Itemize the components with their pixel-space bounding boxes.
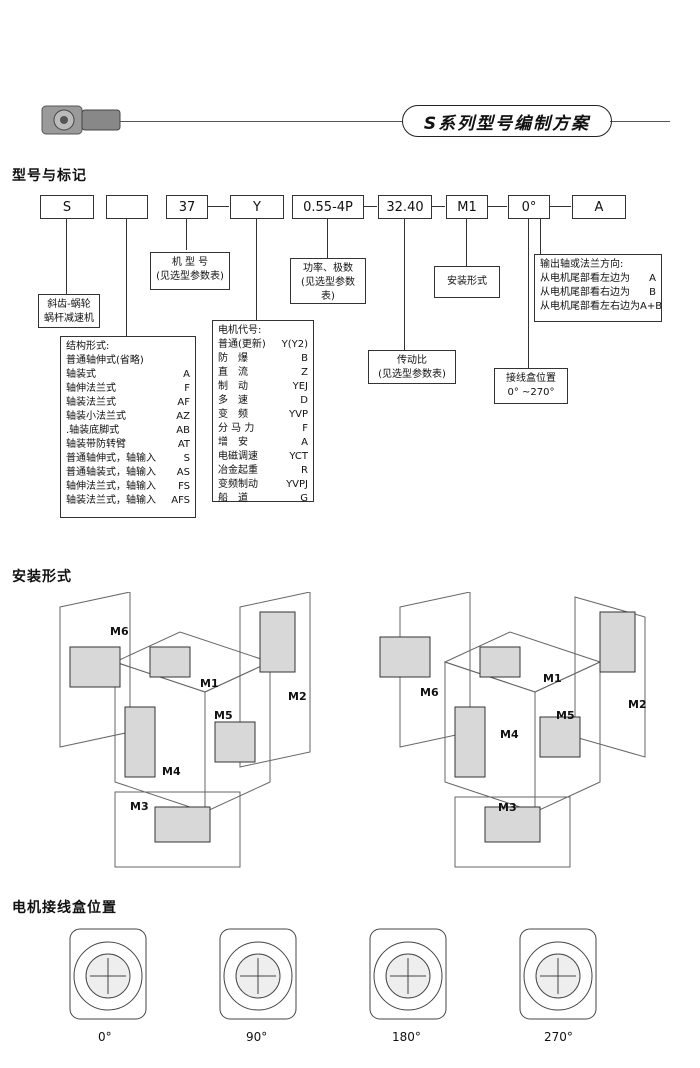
- mount-label-m3: M3: [498, 801, 517, 814]
- mount-label-m4: M4: [162, 765, 181, 778]
- dash: [487, 206, 507, 207]
- terminal-position-0: [69, 928, 147, 1020]
- mount-label-m6: M6: [110, 625, 129, 638]
- code-box-mount: M1: [446, 195, 488, 219]
- dash: [549, 206, 571, 207]
- position-label-270: 270°: [544, 1030, 573, 1044]
- mount-label-m1: M1: [200, 677, 219, 690]
- code-box-terminal: 0°: [508, 195, 550, 219]
- position-label-90: 90°: [246, 1030, 268, 1044]
- connector: [540, 218, 541, 254]
- code-box-power: 0.55-4P: [292, 195, 364, 219]
- connector: [186, 218, 187, 250]
- note-mount: 安装形式: [434, 266, 500, 298]
- section-title-mounting: 安装形式: [12, 569, 72, 585]
- code-box-frame: 37: [166, 195, 208, 219]
- mount-label-m5: M5: [556, 709, 575, 722]
- code-box-structure: [106, 195, 148, 219]
- note-ratio: 传动比(见选型参数表): [368, 350, 456, 384]
- terminal-position-180: [369, 928, 447, 1020]
- mount-label-m1: M1: [543, 672, 562, 685]
- note-frame: 机 型 号(见选型参数表): [150, 252, 230, 290]
- dash: [207, 206, 229, 207]
- mounting-diagram-left: [59, 592, 311, 868]
- connector: [66, 218, 67, 294]
- connector: [256, 218, 257, 320]
- section-title-model: 型号与标记: [12, 168, 87, 184]
- note-power: 功率、极数(见选型参数表): [290, 258, 366, 304]
- mount-label-m3: M3: [130, 800, 149, 813]
- connector: [327, 218, 328, 258]
- product-thumbnail: [41, 105, 121, 135]
- connector: [466, 218, 467, 266]
- connector: [528, 218, 529, 368]
- mount-label-m5: M5: [214, 709, 233, 722]
- dash: [363, 206, 377, 207]
- connector: [126, 218, 127, 336]
- terminal-position-90: [219, 928, 297, 1020]
- page-title: S系列型号编制方案: [402, 105, 612, 137]
- mount-label-m4: M4: [500, 728, 519, 741]
- connector: [404, 218, 405, 350]
- note-type: 斜齿-蜗轮蜗杆减速机: [38, 294, 100, 328]
- code-box-series: S: [40, 195, 94, 219]
- mount-label-m2: M2: [288, 690, 307, 703]
- mount-label-m6: M6: [420, 686, 439, 699]
- dash: [431, 206, 445, 207]
- position-label-180: 180°: [392, 1030, 421, 1044]
- position-label-0: 0°: [98, 1030, 112, 1044]
- section-title-terminal: 电机接线盒位置: [12, 900, 117, 916]
- header-rule-right: [610, 121, 670, 122]
- code-box-motor: Y: [230, 195, 284, 219]
- mounting-diagram-right: [379, 592, 646, 868]
- code-box-ratio: 32.40: [378, 195, 432, 219]
- header-rule: [120, 121, 402, 122]
- terminal-position-270: [519, 928, 597, 1020]
- mount-label-m2: M2: [628, 698, 647, 711]
- code-box-output: A: [572, 195, 626, 219]
